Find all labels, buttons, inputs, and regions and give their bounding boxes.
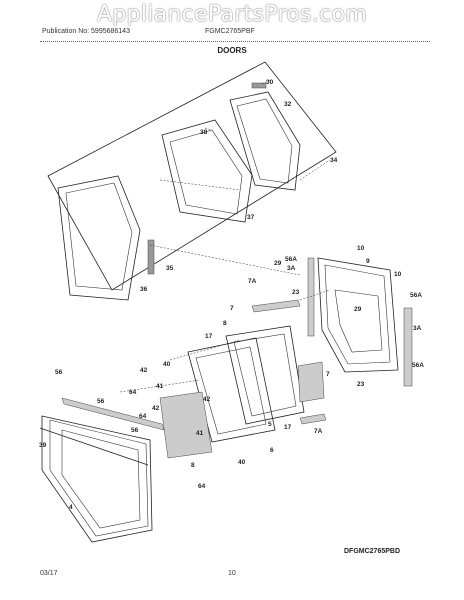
label-36: 36 xyxy=(140,286,148,293)
label-56A-right: 56A xyxy=(410,292,422,299)
leader-lines-upper xyxy=(204,79,331,181)
label-39: 39 xyxy=(39,442,47,449)
label-17-a: 17 xyxy=(205,333,213,340)
outer-door xyxy=(41,415,153,543)
label-42-b: 42 xyxy=(152,405,160,412)
label-3A-top: 3A xyxy=(287,265,296,272)
label-23-top: 23 xyxy=(292,289,300,296)
outer-door-panel-inner xyxy=(65,182,133,291)
label-64-a: 64 xyxy=(129,389,137,396)
model-number: FGMC2765PBF xyxy=(205,28,255,35)
spacer-strip-bottom xyxy=(299,413,327,425)
label-17-b: 17 xyxy=(284,424,292,431)
hinge-part xyxy=(147,239,155,275)
label-7-a: 7 xyxy=(230,305,234,312)
inner-door-liner xyxy=(317,257,399,373)
window-glass-frame xyxy=(229,91,301,191)
footer-page-number: 10 xyxy=(228,570,236,577)
door-top-trim xyxy=(61,397,165,431)
label-4: 4 xyxy=(69,504,73,511)
header-divider xyxy=(40,41,430,42)
label-32: 32 xyxy=(284,101,292,108)
label-23-lower: 23 xyxy=(357,381,365,388)
label-56A-right-lower: 56A xyxy=(412,362,424,369)
label-64-c: 64 xyxy=(198,483,206,490)
label-5: 5 xyxy=(268,421,272,428)
label-37: 37 xyxy=(247,214,255,221)
door-frame-5-inner xyxy=(233,333,297,417)
label-30: 30 xyxy=(266,79,274,86)
label-42-a: 42 xyxy=(140,367,148,374)
label-40-a: 40 xyxy=(163,361,171,368)
label-41-b: 41 xyxy=(196,430,204,437)
label-7-b: 7 xyxy=(326,371,330,378)
outer-door-inner xyxy=(49,419,149,537)
outer-door-window xyxy=(61,429,141,529)
outer-door-panel xyxy=(57,175,141,301)
label-38: 38 xyxy=(200,129,208,136)
label-7A-bottom: 7A xyxy=(314,428,323,435)
label-10-right: 10 xyxy=(394,271,402,278)
window-glass xyxy=(236,98,293,184)
label-40-b: 40 xyxy=(238,459,246,466)
footer-date: 03/17 xyxy=(40,570,58,577)
label-7A-top: 7A xyxy=(248,278,257,285)
label-34: 34 xyxy=(330,157,338,164)
diagram-code: DFGMC2765PBD xyxy=(344,548,401,555)
door-glass-8 xyxy=(159,391,213,459)
inner-window-frame xyxy=(161,119,253,223)
label-56-b: 56 xyxy=(97,398,105,405)
liner-window xyxy=(334,289,383,353)
door-frame-5 xyxy=(225,325,305,425)
label-29-mid: 29 xyxy=(354,306,362,313)
bracket-part xyxy=(251,82,267,89)
label-10-top: 10 xyxy=(357,245,365,252)
spacer-strip-top xyxy=(251,299,301,313)
label-9: 9 xyxy=(366,258,370,265)
door-handle xyxy=(39,427,149,466)
spacer-strip-right xyxy=(297,361,325,403)
door-frame-6-inner xyxy=(195,346,267,435)
section-title: DOORS xyxy=(217,46,247,55)
leader-lines xyxy=(119,179,331,393)
side-rail-right xyxy=(403,307,413,387)
upper-assembly-outline xyxy=(47,61,337,291)
label-3A-right: 3A xyxy=(413,325,422,332)
label-56-a: 56 xyxy=(55,369,63,376)
label-41-a: 41 xyxy=(156,383,164,390)
label-6: 6 xyxy=(270,447,274,454)
watermark: AppliancePartsPros.com xyxy=(96,2,368,27)
inner-window-frame-inner xyxy=(169,129,243,215)
label-35: 35 xyxy=(166,265,174,272)
inner-door-liner-inner xyxy=(324,264,391,365)
label-56-c: 56 xyxy=(131,427,139,434)
label-8-a: 8 xyxy=(223,320,227,327)
publication-number: Publication No: 5995686143 xyxy=(42,28,130,35)
label-64-b: 64 xyxy=(139,413,147,420)
side-rail-left xyxy=(307,257,315,337)
label-42-c: 42 xyxy=(203,396,211,403)
label-29-top: 29 xyxy=(274,260,282,267)
label-56A-top: 56A xyxy=(285,256,297,263)
label-8-b: 8 xyxy=(191,462,195,469)
